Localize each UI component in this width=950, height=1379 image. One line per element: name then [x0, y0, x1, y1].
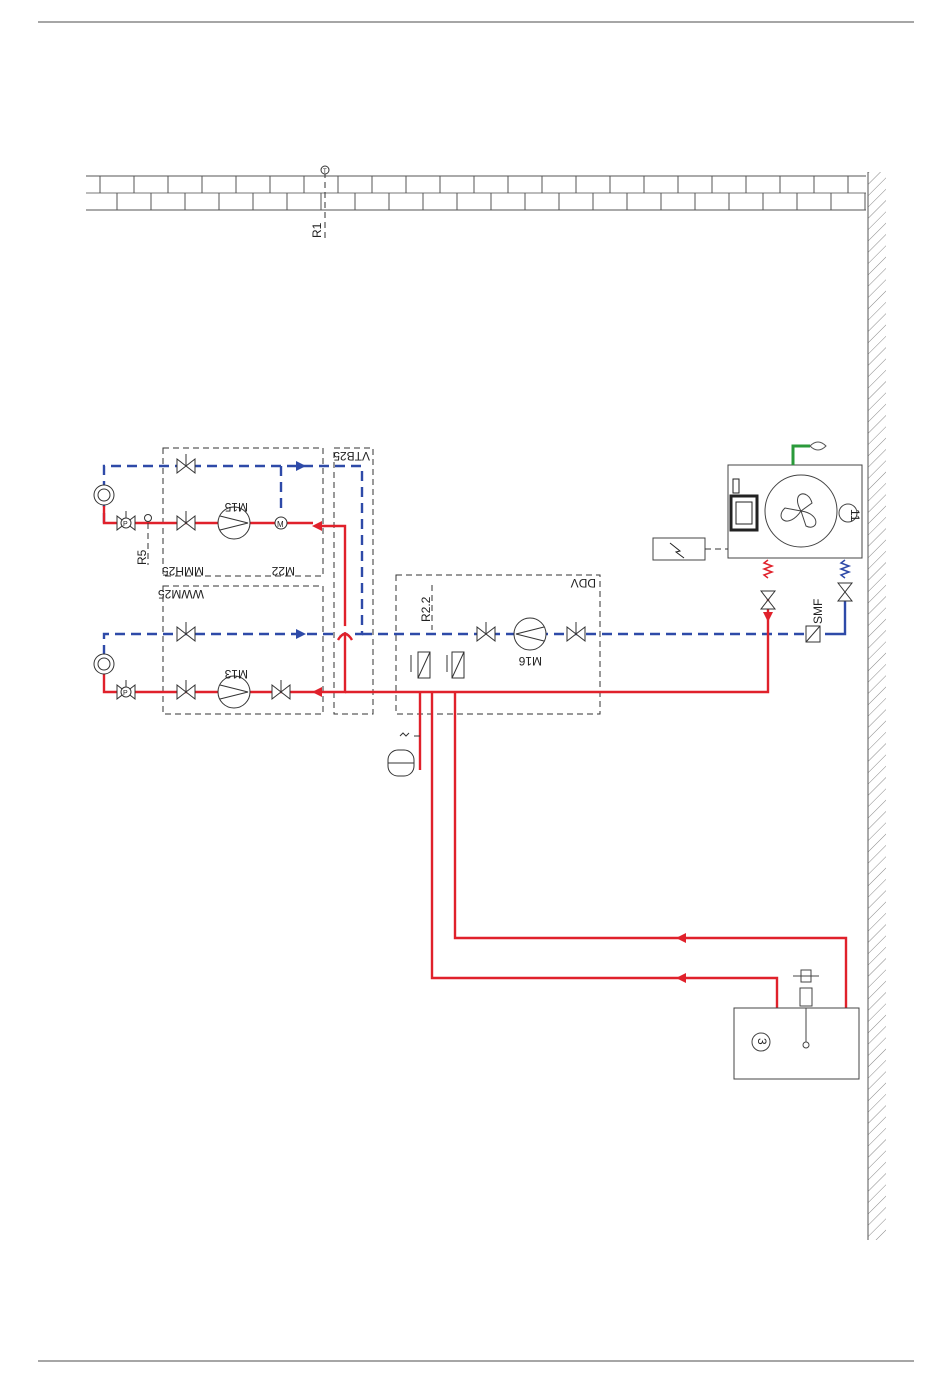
- pump-symbol-2: P: [123, 690, 128, 697]
- flex-hoses: [764, 560, 849, 578]
- building-wall: [868, 172, 886, 1240]
- pressure-gauges: P P: [121, 518, 131, 697]
- label-wwm25: WWM25: [158, 587, 204, 601]
- supply-lines: [104, 506, 846, 1008]
- label-m16: M16: [518, 654, 542, 668]
- label-r5: R5: [135, 549, 149, 565]
- gas-connection: [793, 442, 826, 465]
- label-ddv: DDV: [571, 576, 596, 590]
- label-vtb25: VTB25: [333, 449, 370, 463]
- label-r1: R1: [310, 222, 324, 238]
- valve-icon: [838, 583, 852, 601]
- pump-symbol-1: P: [123, 521, 128, 528]
- label-unit-11: 11: [848, 509, 862, 522]
- mixing-valve-m22: M M22: [271, 517, 295, 578]
- sensor-r22: R2.2: [419, 585, 433, 630]
- floor-heating-loops: [86, 176, 866, 210]
- filter-smf: SMF: [806, 599, 825, 642]
- pump-m13: M13: [218, 667, 250, 708]
- label-m22: M22: [271, 564, 295, 578]
- power-supply: [653, 538, 728, 560]
- label-unit-3: 3: [755, 1038, 769, 1045]
- check-valves: [411, 652, 464, 678]
- sensor-r1: T R1: [310, 166, 329, 238]
- label-m13: M13: [224, 667, 248, 681]
- label-smf: SMF: [811, 599, 825, 624]
- label-m15: M15: [224, 500, 248, 514]
- pump-m16: M16: [514, 618, 546, 668]
- motor-symbol-m22: M: [277, 520, 284, 529]
- heat-pump-unit: 11: [728, 465, 862, 558]
- temp-symbol-r1: T: [323, 169, 327, 175]
- valve-icon: [761, 591, 775, 609]
- expansion-vessel: [388, 733, 420, 776]
- pump-m15: M15: [218, 500, 250, 539]
- water-tank: 3: [734, 970, 859, 1079]
- label-r22: R2.2: [419, 596, 433, 622]
- label-mmh25: MMH25: [162, 564, 204, 578]
